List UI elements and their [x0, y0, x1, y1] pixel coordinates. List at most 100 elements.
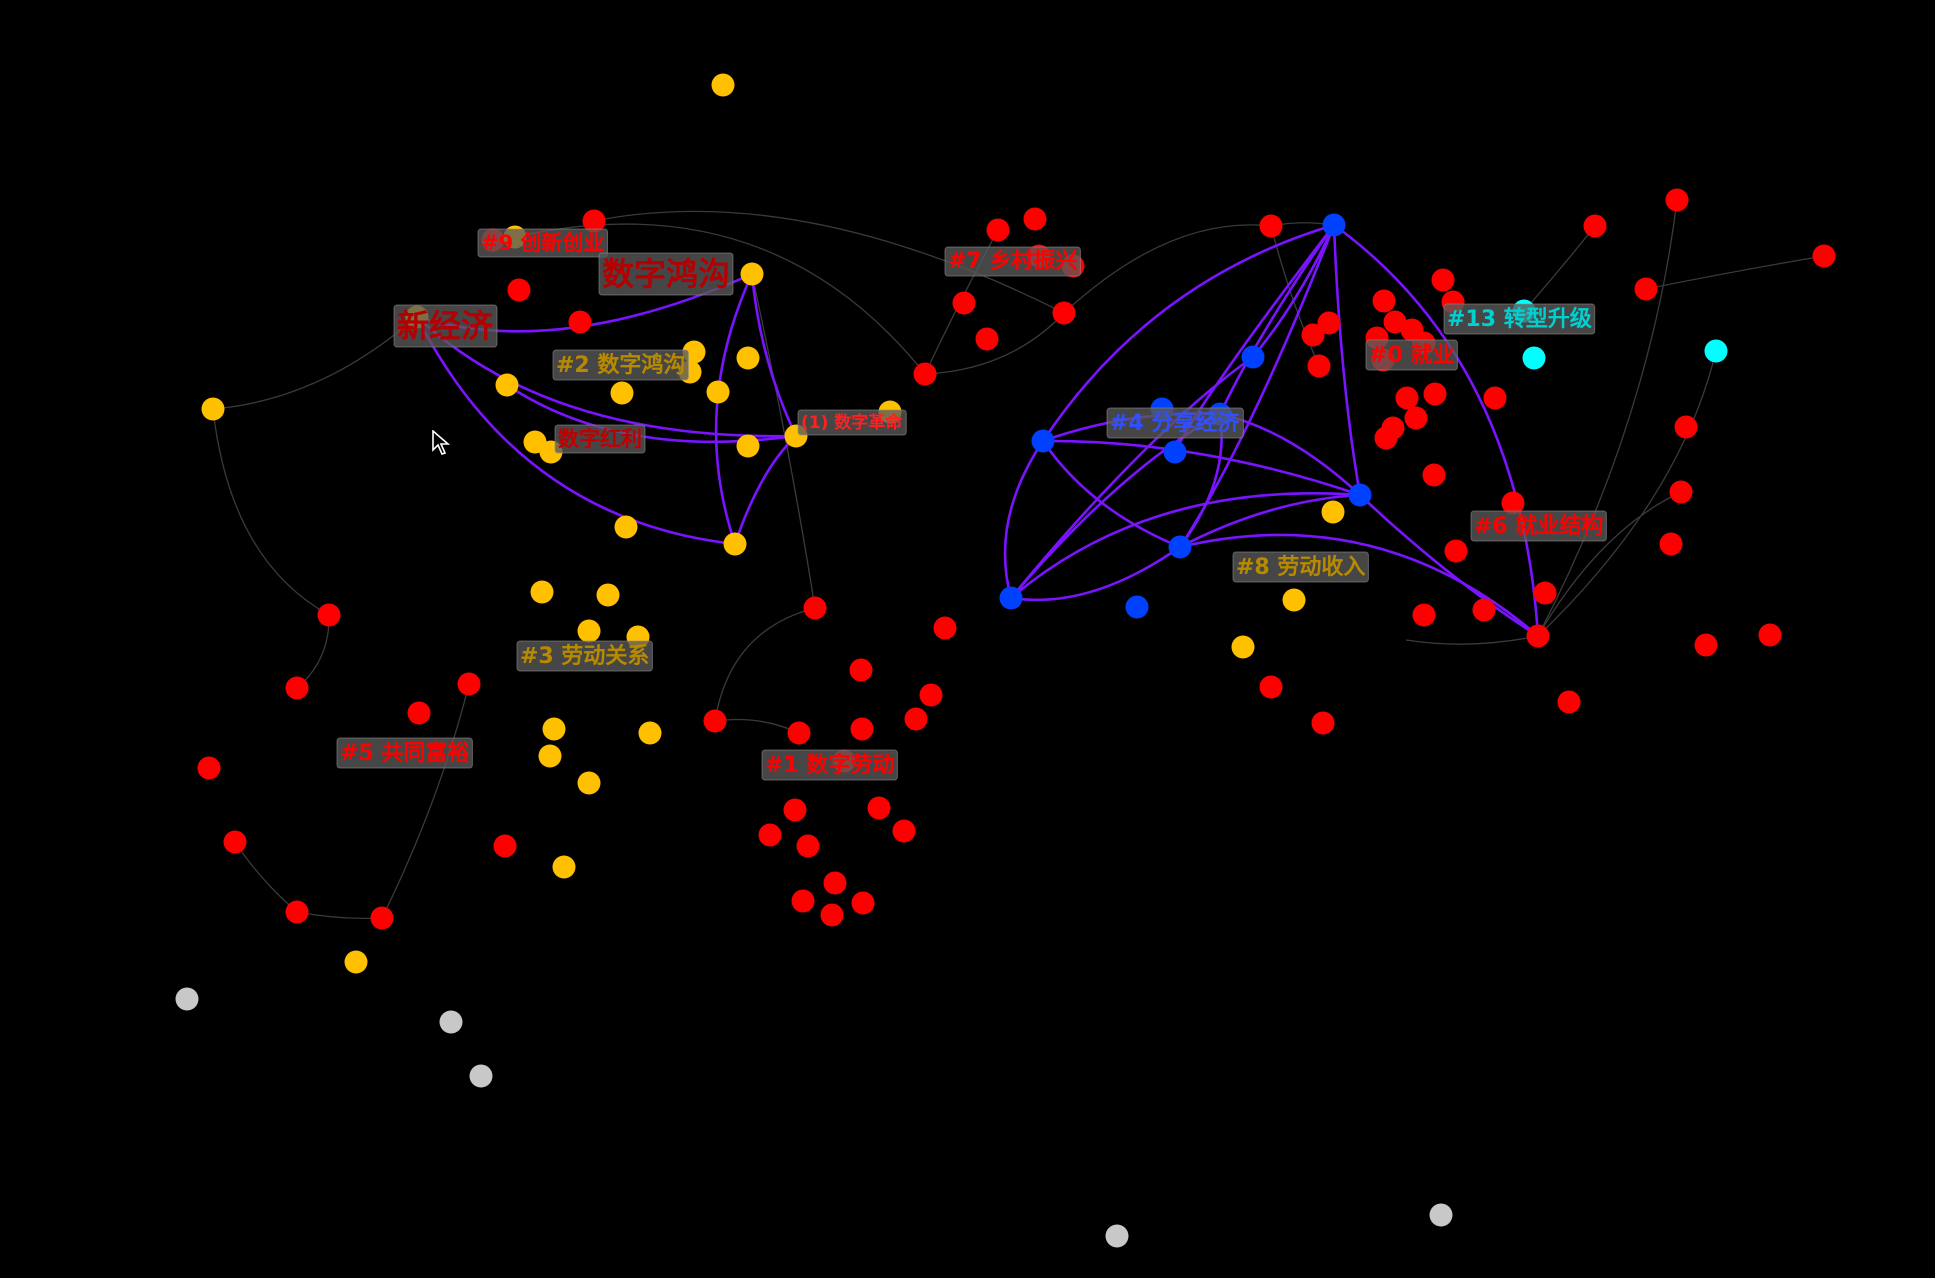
- node-red[interactable]: [197, 756, 221, 780]
- node-red[interactable]: [457, 672, 481, 696]
- node-yellow[interactable]: [723, 532, 747, 556]
- node-yellow[interactable]: [530, 580, 554, 604]
- node-yellow[interactable]: [201, 397, 225, 421]
- node-gray[interactable]: [469, 1064, 493, 1088]
- node-yellow[interactable]: [1231, 635, 1255, 659]
- node-yellow[interactable]: [711, 73, 735, 97]
- node-yellow[interactable]: [740, 262, 764, 286]
- node-red[interactable]: [1526, 624, 1550, 648]
- node-cyan[interactable]: [1522, 346, 1546, 370]
- node-gray[interactable]: [439, 1010, 463, 1034]
- node-gray[interactable]: [1429, 1203, 1453, 1227]
- node-yellow[interactable]: [495, 373, 519, 397]
- node-red[interactable]: [1444, 539, 1468, 563]
- node-blue[interactable]: [1322, 213, 1346, 237]
- node-red[interactable]: [1812, 244, 1836, 268]
- node-red[interactable]: [370, 906, 394, 930]
- node-red[interactable]: [986, 218, 1010, 242]
- node-red[interactable]: [1483, 386, 1507, 410]
- node-red[interactable]: [1023, 207, 1047, 231]
- node-red[interactable]: [703, 709, 727, 733]
- node-yellow[interactable]: [1321, 500, 1345, 524]
- node-red[interactable]: [317, 603, 341, 627]
- node-red[interactable]: [1758, 623, 1782, 647]
- node-red[interactable]: [1395, 386, 1419, 410]
- node-yellow[interactable]: [736, 346, 760, 370]
- node-red[interactable]: [1659, 532, 1683, 556]
- node-red[interactable]: [904, 707, 928, 731]
- node-blue[interactable]: [1348, 483, 1372, 507]
- node-red[interactable]: [867, 796, 891, 820]
- node-blue[interactable]: [1241, 345, 1265, 369]
- node-blue[interactable]: [1125, 595, 1149, 619]
- node-yellow[interactable]: [552, 855, 576, 879]
- node-yellow[interactable]: [1282, 588, 1306, 612]
- node-red[interactable]: [1412, 603, 1436, 627]
- node-red[interactable]: [582, 209, 606, 233]
- node-red[interactable]: [1634, 277, 1658, 301]
- node-red[interactable]: [1372, 289, 1396, 313]
- node-red[interactable]: [1501, 491, 1525, 515]
- node-red[interactable]: [849, 658, 873, 682]
- node-yellow[interactable]: [706, 380, 730, 404]
- node-red[interactable]: [1301, 323, 1325, 347]
- node-yellow[interactable]: [638, 721, 662, 745]
- node-gray[interactable]: [175, 987, 199, 1011]
- node-yellow[interactable]: [577, 619, 601, 643]
- node-red[interactable]: [1533, 581, 1557, 605]
- node-red[interactable]: [1381, 416, 1405, 440]
- node-red[interactable]: [783, 798, 807, 822]
- node-red[interactable]: [1694, 633, 1718, 657]
- node-red[interactable]: [1431, 268, 1455, 292]
- node-cyan[interactable]: [1704, 339, 1728, 363]
- node-red[interactable]: [820, 903, 844, 927]
- node-red[interactable]: [1665, 188, 1689, 212]
- node-red[interactable]: [1472, 598, 1496, 622]
- node-red[interactable]: [1669, 480, 1693, 504]
- node-red[interactable]: [758, 823, 782, 847]
- node-red[interactable]: [1674, 415, 1698, 439]
- node-red[interactable]: [851, 891, 875, 915]
- node-red[interactable]: [796, 834, 820, 858]
- node-red[interactable]: [1404, 406, 1428, 430]
- node-red[interactable]: [1259, 675, 1283, 699]
- node-yellow[interactable]: [614, 515, 638, 539]
- node-red[interactable]: [1557, 690, 1581, 714]
- node-gray[interactable]: [1105, 1224, 1129, 1248]
- node-red[interactable]: [1422, 463, 1446, 487]
- node-blue[interactable]: [1168, 535, 1192, 559]
- node-red[interactable]: [493, 834, 517, 858]
- node-red[interactable]: [975, 327, 999, 351]
- node-yellow[interactable]: [577, 771, 601, 795]
- node-yellow[interactable]: [596, 583, 620, 607]
- node-red[interactable]: [1423, 382, 1447, 406]
- node-red[interactable]: [850, 717, 874, 741]
- node-red[interactable]: [791, 889, 815, 913]
- node-yellow[interactable]: [736, 434, 760, 458]
- node-red[interactable]: [1317, 311, 1341, 335]
- node-red[interactable]: [1307, 354, 1331, 378]
- node-red[interactable]: [285, 900, 309, 924]
- node-yellow[interactable]: [542, 717, 566, 741]
- node-red[interactable]: [407, 701, 431, 725]
- node-red[interactable]: [285, 676, 309, 700]
- node-red[interactable]: [787, 721, 811, 745]
- node-red[interactable]: [913, 362, 937, 386]
- node-red[interactable]: [952, 291, 976, 315]
- node-red[interactable]: [507, 278, 531, 302]
- node-red[interactable]: [919, 683, 943, 707]
- node-blue[interactable]: [1163, 440, 1187, 464]
- node-red[interactable]: [1583, 214, 1607, 238]
- node-yellow[interactable]: [344, 950, 368, 974]
- node-blue[interactable]: [1031, 429, 1055, 453]
- node-red[interactable]: [823, 871, 847, 895]
- node-red[interactable]: [1311, 711, 1335, 735]
- node-red[interactable]: [803, 596, 827, 620]
- node-yellow[interactable]: [610, 381, 634, 405]
- node-red[interactable]: [223, 830, 247, 854]
- node-blue[interactable]: [999, 586, 1023, 610]
- node-red[interactable]: [1259, 214, 1283, 238]
- node-red[interactable]: [892, 819, 916, 843]
- node-red[interactable]: [933, 616, 957, 640]
- node-yellow[interactable]: [538, 744, 562, 768]
